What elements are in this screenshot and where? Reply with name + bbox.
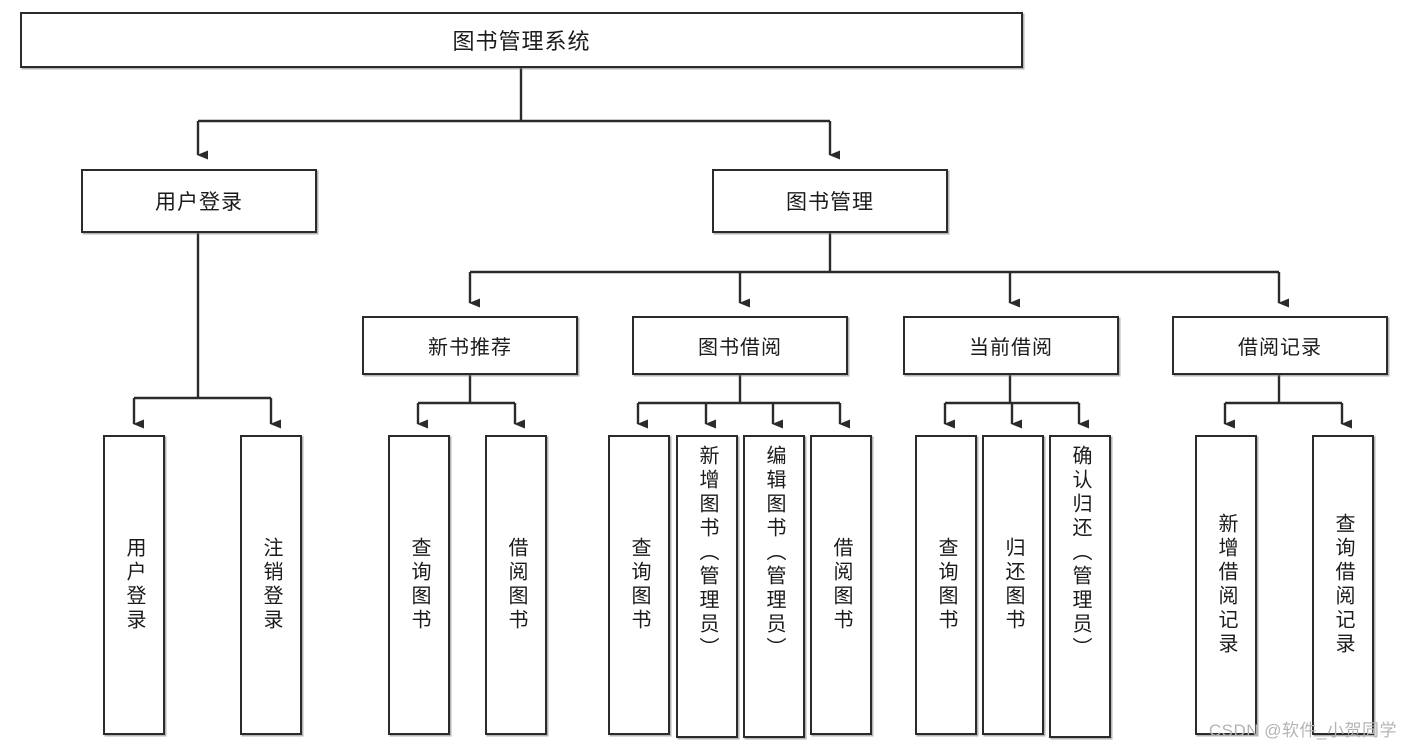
leaf-label: 编辑图书（管理员） (763, 445, 785, 661)
leaf-query-book-recommend[interactable]: 查询图书 (388, 435, 450, 735)
leaf-label: 查询图书 (935, 537, 957, 633)
node-label: 图书管理系统 (452, 29, 591, 54)
leaf-query-book-current[interactable]: 查询图书 (915, 435, 977, 735)
leaf-confirm-return[interactable]: 确认归还（管理员） (1049, 435, 1111, 738)
node-new-book-recommend[interactable]: 新书推荐 (362, 316, 578, 375)
leaf-label: 新增借阅记录 (1215, 513, 1237, 657)
leaf-query-book-borrow[interactable]: 查询图书 (608, 435, 670, 735)
leaf-query-borrow-record[interactable]: 查询借阅记录 (1312, 435, 1374, 735)
leaf-label: 新增图书（管理员） (696, 445, 718, 661)
leaf-user-login[interactable]: 用户登录 (103, 435, 165, 735)
node-label: 新书推荐 (428, 337, 512, 359)
node-label: 借阅记录 (1238, 337, 1322, 359)
leaf-add-book[interactable]: 新增图书（管理员） (676, 435, 738, 738)
node-book-borrow[interactable]: 图书借阅 (632, 316, 848, 375)
leaf-edit-book[interactable]: 编辑图书（管理员） (743, 435, 805, 738)
node-borrow-record[interactable]: 借阅记录 (1172, 316, 1388, 375)
node-label: 图书借阅 (698, 337, 782, 359)
leaf-label: 借阅图书 (505, 537, 527, 633)
node-user-login[interactable]: 用户登录 (81, 169, 317, 233)
leaf-label: 用户登录 (123, 537, 145, 633)
node-label: 用户登录 (155, 191, 243, 214)
leaf-label: 查询图书 (408, 537, 430, 633)
leaf-borrow-book-borrow[interactable]: 借阅图书 (810, 435, 872, 735)
leaf-label: 查询图书 (628, 537, 650, 633)
leaf-return-book[interactable]: 归还图书 (982, 435, 1044, 735)
leaf-add-borrow-record[interactable]: 新增借阅记录 (1195, 435, 1257, 735)
leaf-logout[interactable]: 注销登录 (240, 435, 302, 735)
leaf-label: 借阅图书 (830, 537, 852, 633)
leaf-label: 注销登录 (260, 537, 282, 633)
leaf-borrow-book-recommend[interactable]: 借阅图书 (485, 435, 547, 735)
node-label: 当前借阅 (969, 337, 1053, 359)
leaf-label: 查询借阅记录 (1332, 513, 1354, 657)
leaf-label: 归还图书 (1002, 537, 1024, 633)
node-label: 图书管理 (786, 191, 874, 214)
node-current-borrow[interactable]: 当前借阅 (903, 316, 1119, 375)
leaf-label: 确认归还（管理员） (1069, 445, 1091, 661)
node-root-system[interactable]: 图书管理系统 (20, 12, 1023, 68)
node-book-manage[interactable]: 图书管理 (712, 169, 948, 233)
